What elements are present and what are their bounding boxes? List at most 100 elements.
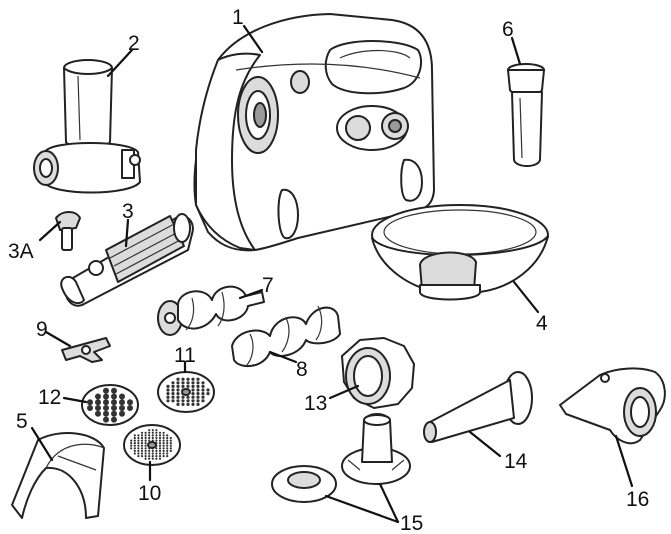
plate-hole [166,399,170,403]
plate-hole [127,399,133,406]
plate-hole [176,392,180,396]
plate-hole [166,439,169,442]
plate-hole [151,449,154,452]
plate-hole [155,455,158,458]
plate-hole [176,384,180,388]
plate-hole [158,457,162,460]
label-8: 8 [296,358,308,381]
plate-hole [186,399,190,403]
leader-lines [30,24,634,524]
plate-hole [148,429,151,432]
plate-hole [151,429,154,432]
plate-hole [181,395,185,399]
plate-hole [133,442,136,445]
label-5: 5 [16,410,28,433]
plate-hole [162,449,165,452]
leader-2 [106,48,134,78]
plate-hole [137,444,140,447]
leader-15b [378,482,400,524]
plate-hole [206,388,210,392]
plate-hole [162,447,165,450]
leader-4 [512,280,540,314]
plate-hole [144,449,147,452]
plate-hole [137,449,140,452]
plate-hole [151,455,154,458]
plate-hole [95,393,101,400]
label-4: 4 [536,312,548,335]
plate-hole [148,452,151,455]
plate-hole [140,434,144,437]
plate-hole [95,405,101,411]
plate-hole [137,447,140,450]
plate-hole [144,442,147,445]
plate-hole [155,431,158,434]
part-plate-fine [123,424,181,466]
plate-hole [148,439,151,442]
plate-hole [144,452,147,455]
plate-hole [162,444,165,447]
plate-hole [186,384,190,388]
plate-hole [103,387,109,394]
plate-hole [144,457,147,460]
plate-hole [166,452,169,455]
label-14: 14 [504,450,528,473]
plate-hole [166,447,169,450]
plate-hole [155,449,158,452]
plate-hole [144,434,147,437]
plate-hole [169,439,172,442]
plate-hole [191,395,195,399]
plate-hole [111,393,117,400]
plate-hole [133,434,136,437]
plate-hole [158,436,162,440]
plate-hole [181,402,185,406]
plate-hole [191,377,195,381]
plate-hole [162,442,165,445]
plate-hole [196,377,200,381]
label-10: 10 [138,482,161,505]
plate-hole [201,395,205,399]
part-grinder-head [33,59,141,194]
plate-hole [169,442,172,445]
plate-hole [155,434,158,437]
plate-hole [166,455,169,458]
plate-hole [151,436,154,440]
plate-hole [137,442,140,445]
plate-hole [87,399,93,406]
plate-hole [191,392,195,396]
plate-hole [162,436,165,440]
plate-hole [144,431,147,434]
part-plate-coarse [81,384,139,426]
plate-hole [166,384,170,388]
label-11: 11 [174,344,196,367]
label-12: 12 [38,386,61,409]
plate-hole [140,452,144,455]
part-motor-housing [193,13,435,252]
plate-hole [191,381,195,385]
plate-hole [171,384,175,388]
leader-3 [124,218,130,248]
plate-hole [169,444,172,447]
plate-hole [196,392,200,396]
plate-hole [133,436,136,440]
plate-hole [181,381,185,385]
plate-hole [201,384,205,388]
plate-hole [133,444,136,447]
plate-hole [137,436,140,440]
label-3a: 3A [8,240,34,263]
plate-hole [181,384,185,388]
plate-hole [162,455,165,458]
plate-hole [151,431,154,434]
plate-hole [133,452,136,455]
plate-hole [162,434,165,437]
part-labels: 1 2 3 3A 4 5 6 7 8 9 10 11 12 13 14 15 1… [8,6,649,534]
leader-3a [38,220,62,242]
plate-hole [166,395,170,399]
plate-hole [151,457,154,460]
plate-hole [196,402,200,406]
leader-14 [468,430,502,458]
plate-hole [162,439,165,442]
part-sausage-nozzle [423,371,533,443]
label-1: 1 [232,6,244,29]
part-pusher [507,63,545,167]
